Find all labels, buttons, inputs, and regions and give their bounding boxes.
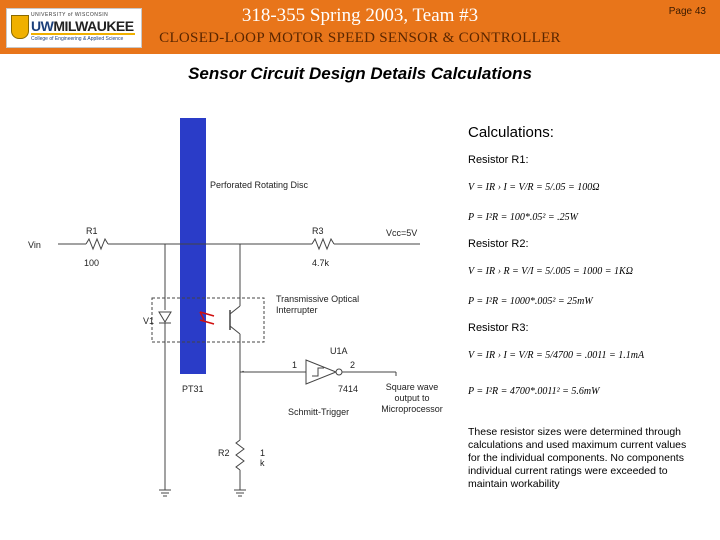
r1-calc-label: Resistor R1:: [468, 154, 529, 166]
disc-label: Perforated Rotating Disc: [210, 180, 309, 190]
pin2-label: 2: [350, 360, 356, 370]
resistor-r2: [235, 439, 245, 471]
r3-name: R3: [312, 226, 324, 236]
r3-value: 4.7k: [312, 258, 330, 268]
ic-label: 7414: [338, 384, 359, 394]
optical-interrupter-box: [151, 297, 265, 343]
slide-title: Sensor Circuit Design Details Calculatio…: [188, 64, 532, 83]
r2-resistance-eq: V = IR › R = V/I = 5/.005 = 1000 = 1KΩ: [468, 266, 633, 277]
course-title: 318-355 Spring 2003, Team #3: [241, 5, 479, 26]
output-label: Square wave output to Microprocessor: [381, 382, 443, 414]
r1-current-eq: V = IR › I = V/R = 5/.05 = 100Ω: [468, 182, 600, 193]
u1a-label: U1A: [330, 346, 348, 356]
calculations-heading: Calculations:: [468, 124, 554, 141]
uwm-logo: UNIVERSITY of WISCONSIN UWMILWAUKEE Coll…: [6, 8, 142, 48]
r2-power-eq: P = I²R = 1000*.005² = 25mW: [468, 296, 593, 307]
resistor-note: These resistor sizes were determined thr…: [468, 426, 687, 490]
r2-calc-label: Resistor R2:: [468, 238, 529, 250]
pin1-label: 1: [292, 360, 298, 370]
r1-value: 100: [84, 258, 100, 268]
r3-calc-label: Resistor R3:: [468, 322, 529, 334]
shield-icon: [11, 15, 29, 39]
vcc-label: Vcc=5V: [386, 228, 418, 238]
interrupter-label: Transmissive Optical Interrupter: [276, 294, 360, 315]
pt31-label: PT31: [182, 384, 204, 394]
r2-value: 1 k: [260, 448, 266, 468]
schmitt-trigger-gate: [305, 359, 338, 385]
r1-name: R1: [86, 226, 98, 236]
header-bar: UNIVERSITY of WISCONSIN UWMILWAUKEE Coll…: [0, 0, 720, 54]
rotating-disc: [180, 118, 206, 374]
svg-text:•: •: [242, 370, 244, 376]
page-number: Page 43: [668, 6, 706, 17]
schmitt-label: Schmitt-Trigger: [288, 407, 350, 417]
resistor-r1: [85, 237, 109, 251]
led-name: V1: [143, 316, 155, 326]
resistor-r3: [311, 237, 335, 251]
led-diode: [158, 311, 172, 323]
r1-power-eq: P = I²R = 100*.05² = .25W: [468, 212, 578, 223]
r3-current-eq: V = IR › I = V/R = 5/4700 = .0011 = 1.1m…: [468, 350, 645, 361]
project-subtitle: CLOSED-LOOP MOTOR SPEED SENSOR & CONTROL…: [159, 30, 561, 46]
vin-label: Vin: [28, 240, 41, 250]
r2-name: R2: [218, 448, 230, 458]
r3-power-eq: P = I²R = 4700*.0011² = 5.6mW: [468, 386, 600, 397]
